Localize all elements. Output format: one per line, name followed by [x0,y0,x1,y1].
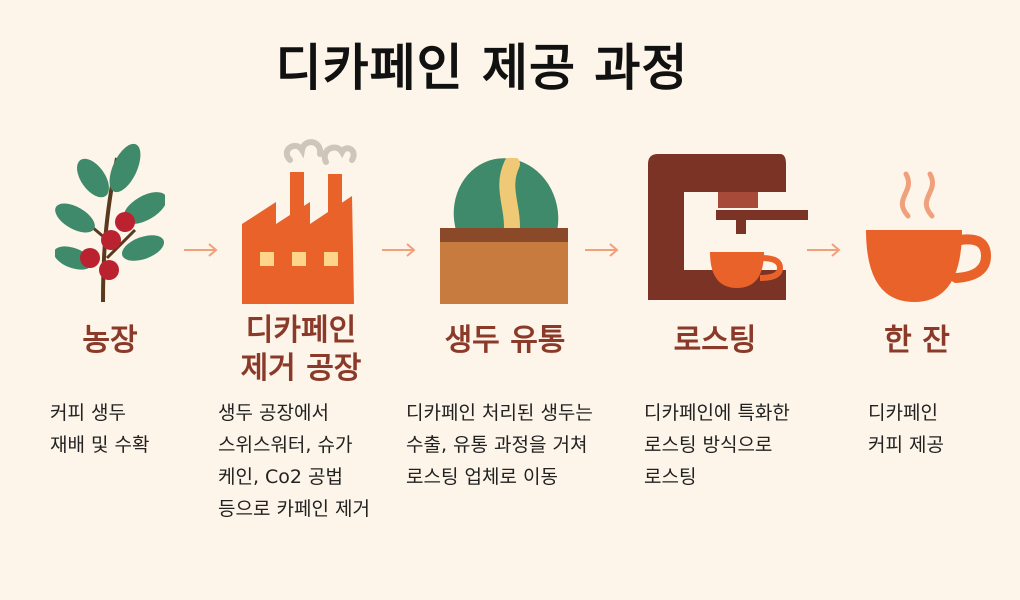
arrow-right-icon [382,243,416,257]
stage-desc-cup: 디카페인 커피 제공 [868,397,944,461]
stage-name-line: 농장 [82,323,138,358]
arrow-right-icon [184,243,218,257]
desc-line: 디카페인에 특화한 [644,402,790,424]
stage-name-roasting: 로스팅 [650,322,780,360]
stage-name-distribution: 생두 유통 [430,322,580,360]
page-title: 디카페인 제공 과정 [275,39,689,97]
stage-name-line: 생두 유통 [444,323,566,358]
stage-name-line: 로스팅 [673,323,757,358]
desc-line: 스위스워터, 슈가 [218,434,353,456]
stage-desc-roasting: 디카페인에 특화한 로스팅 방식으로 로스팅 [644,397,790,493]
coffee-plant-icon [55,143,165,303]
stage-desc-farm: 커피 생두 재배 및 수확 [50,397,149,461]
stage-name-line: 디카페인 [245,313,357,348]
arrow-right-icon [807,243,841,257]
desc-line: 생두 공장에서 [218,402,329,424]
desc-line: 커피 생두 [50,402,126,424]
green-bean-crate-icon [440,158,568,304]
stage-name-line: 제거 공장 [240,351,362,386]
stage-desc-distribution: 디카페인 처리된 생두는 수출, 유통 과정을 거쳐 로스팅 업체로 이동 [406,397,593,493]
espresso-machine-icon [648,154,808,300]
desc-line: 커피 제공 [868,434,944,456]
desc-line: 로스팅 방식으로 [644,434,773,456]
desc-line: 로스팅 [644,466,697,488]
desc-line: 디카페인 [868,402,938,424]
hot-cup-icon [866,171,992,302]
stage-name-line: 한 잔 [884,323,950,358]
desc-line: 수출, 유통 과정을 거쳐 [406,434,588,456]
stage-desc-decaf-factory: 생두 공장에서 스위스워터, 슈가 케인, Co2 공법 등으로 카페인 제거 [218,397,370,525]
desc-line: 재배 및 수확 [50,434,150,456]
desc-line: 등으로 카페인 제거 [218,498,370,520]
desc-line: 로스팅 업체로 이동 [406,466,558,488]
desc-line: 케인, Co2 공법 [218,466,344,488]
stage-name-farm: 농장 [55,322,165,360]
factory-icon [242,139,357,304]
desc-line: 디카페인 처리된 생두는 [406,402,593,424]
arrow-right-icon [585,243,619,257]
stage-name-decaf-factory: 디카페인 제거 공장 [228,312,374,388]
stage-name-cup: 한 잔 [862,322,972,360]
